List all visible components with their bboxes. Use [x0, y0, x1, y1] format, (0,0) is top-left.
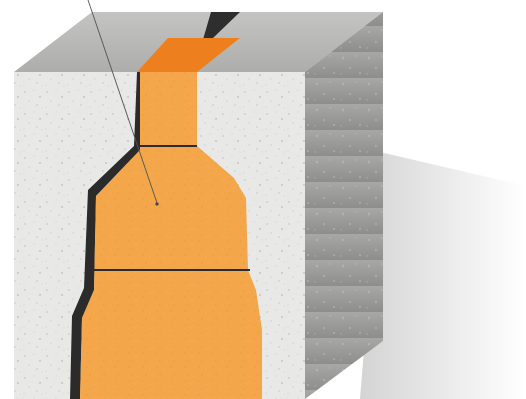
block-side-face — [305, 12, 383, 399]
cast-shadow — [360, 152, 526, 399]
pointer-tip — [155, 202, 158, 205]
